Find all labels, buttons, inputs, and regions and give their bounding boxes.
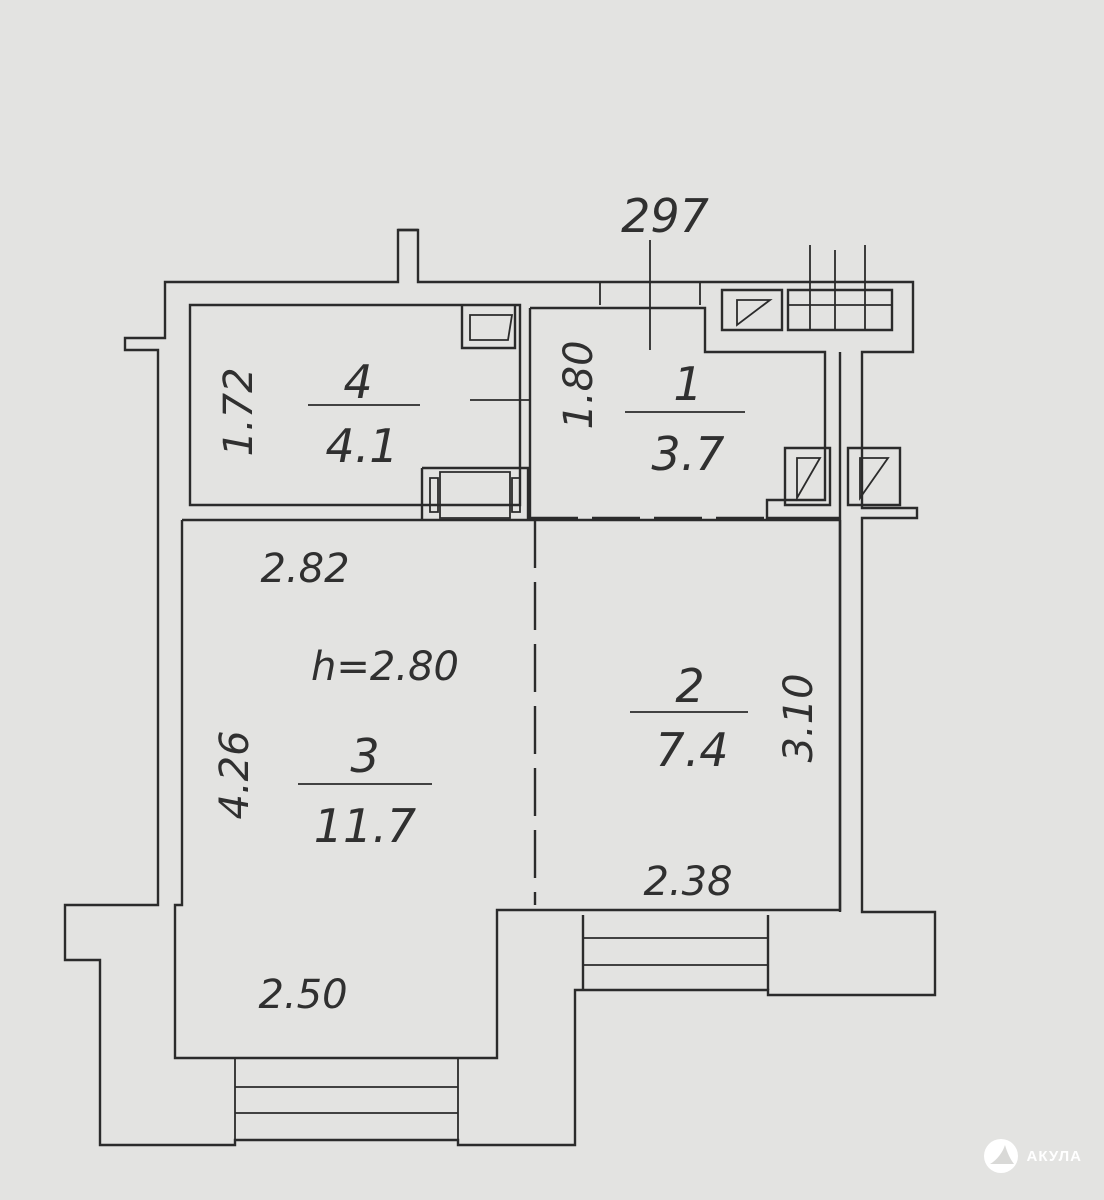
room-2-bottom-dimension: 2.38	[643, 859, 732, 905]
watermark: АКУЛА	[983, 1138, 1082, 1174]
room-1-number: 1	[673, 357, 702, 411]
ceiling-height: h=2.80	[311, 644, 459, 690]
room-3-bottom-dimension: 2.50	[258, 972, 347, 1018]
zone-dividers	[530, 516, 770, 905]
inner-walls	[173, 240, 902, 1140]
room-2-side-dimension: 3.10	[776, 673, 822, 762]
sheet-number: 297	[621, 189, 709, 243]
room-3-number: 3	[350, 729, 379, 783]
room-4-number: 4	[343, 355, 372, 409]
watermark-text: АКУЛА	[1026, 1147, 1082, 1165]
shark-fin-logo-icon	[983, 1139, 1018, 1173]
room-1-side-dimension: 1.80	[556, 340, 602, 429]
outer-walls	[63, 228, 937, 1147]
room-1-area: 3.7	[651, 427, 724, 481]
room-3-top-dimension: 2.82	[260, 546, 349, 592]
room-4-area: 4.1	[325, 419, 398, 473]
room-2-area: 7.4	[655, 723, 728, 777]
room-3-area: 11.7	[314, 799, 416, 853]
room-4-side-dimension: 1.72	[216, 367, 262, 456]
area-fraction-bars	[298, 404, 748, 785]
room-3-side-dimension: 4.26	[212, 730, 258, 819]
room-2-number: 2	[675, 659, 704, 713]
